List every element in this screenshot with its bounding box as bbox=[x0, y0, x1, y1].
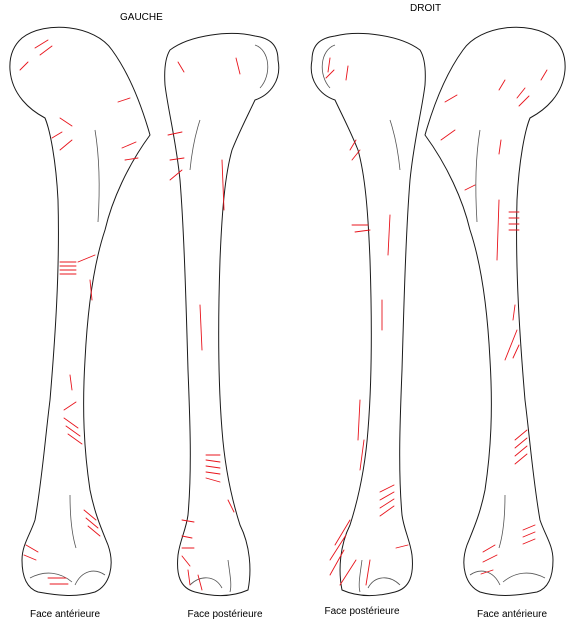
view-label-right-anterior: Face antérieure bbox=[477, 609, 547, 620]
view-label-left-anterior: Face antérieure bbox=[30, 609, 100, 620]
view-label-left-posterior: Face postérieure bbox=[187, 609, 262, 620]
view-label-right-posterior: Face postérieure bbox=[324, 606, 399, 617]
bone-left-anterior bbox=[10, 27, 150, 595]
bone-left-posterior bbox=[165, 34, 279, 596]
bone-right-anterior bbox=[425, 27, 565, 595]
bone-right-posterior bbox=[311, 34, 425, 596]
